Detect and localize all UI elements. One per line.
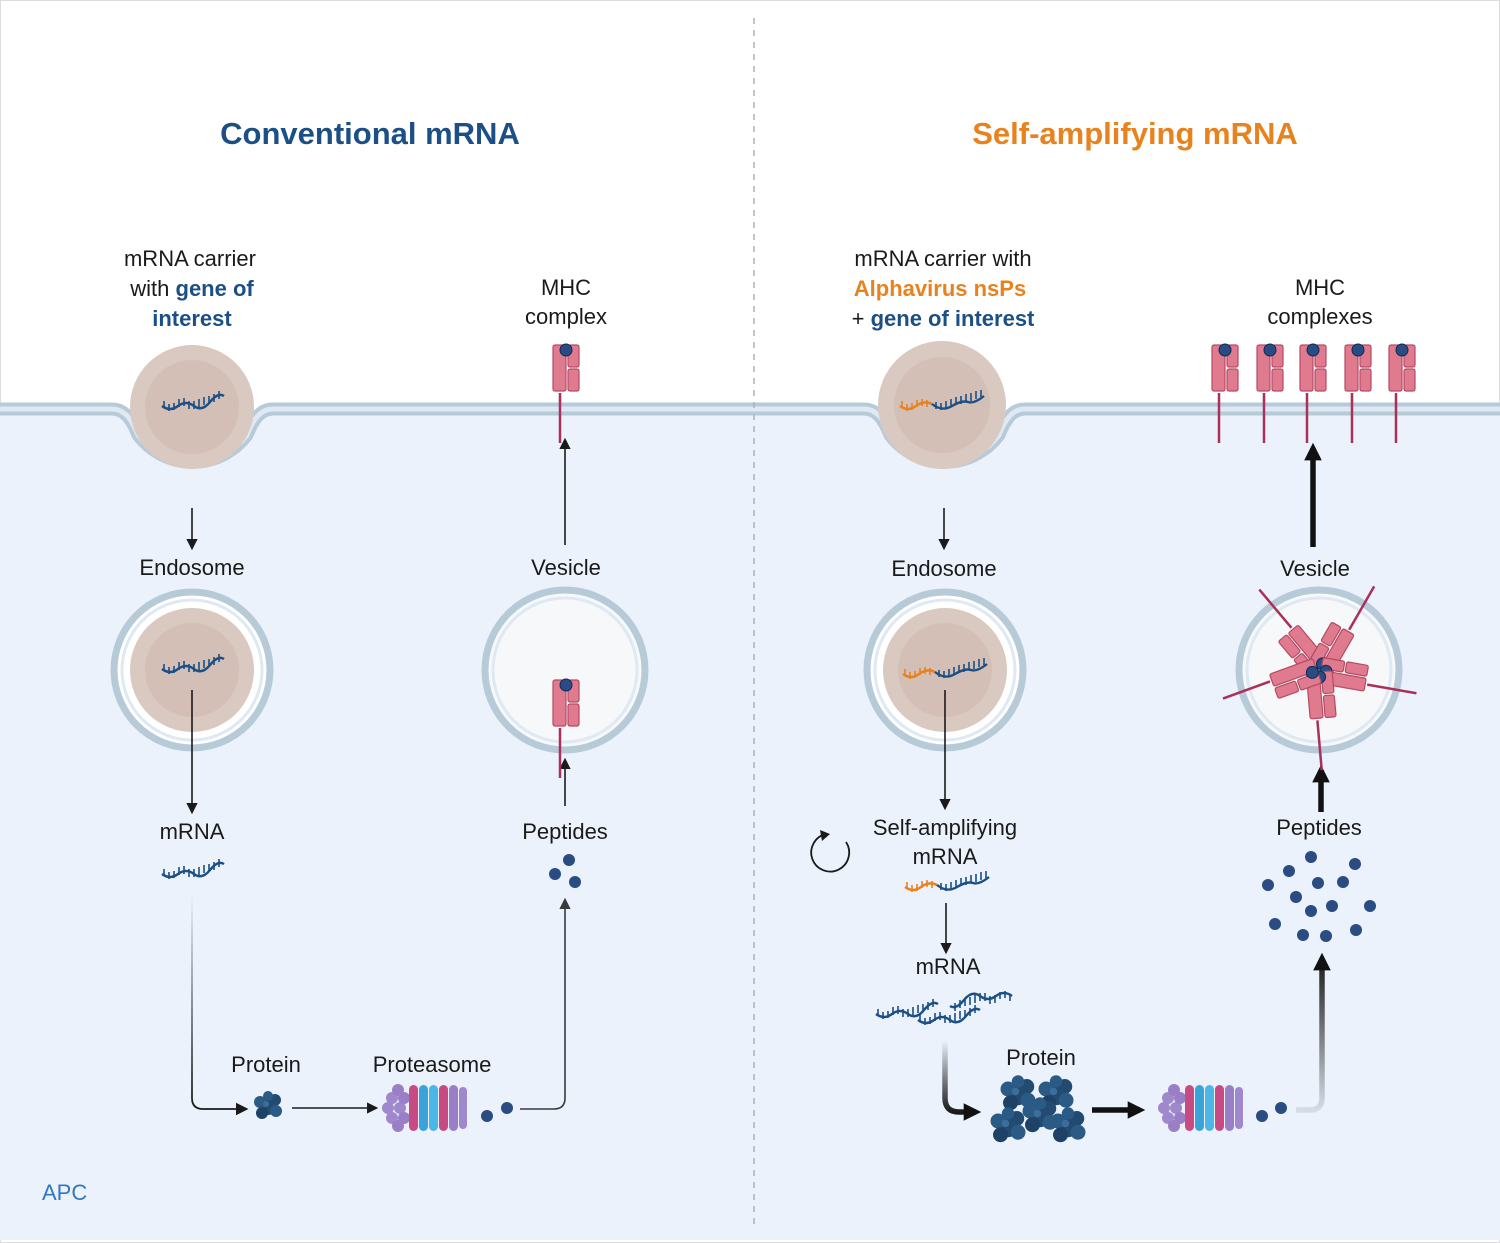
left-peptides [549,854,581,888]
left-mrna-label: mRNA [160,819,225,844]
right-title: Self-amplifying mRNA [972,116,1298,151]
right-carrier-label: mRNA carrier with Alphavirus nsPs + gene… [852,246,1035,331]
left-carrier-line1: mRNA carrier [124,246,256,271]
left-vesicle-label: Vesicle [531,555,601,580]
svg-text:with gene of: with gene of [129,276,254,301]
left-protein-label: Protein [231,1052,301,1077]
left-carrier-label: mRNA carrier with gene of interest [124,246,256,331]
left-proteasome [382,1084,467,1132]
right-samrna-line1: Self-amplifying [873,815,1017,840]
right-endosome-label: Endosome [891,556,996,581]
right-arrow-mrna-protein [942,1040,982,1121]
cell-cytoplasm [0,409,1500,1240]
replication-cycle-icon [810,830,851,873]
cell-label-apc: APC [42,1180,87,1205]
right-samrna-line2: mRNA [913,844,978,869]
right-arrow-proteasome-peptides [1296,952,1331,1113]
right-peptide-out [1275,1102,1287,1114]
left-peptide-out [481,1110,493,1122]
left-mrna-carrier [130,345,254,469]
right-mrna-carrier [878,341,1006,469]
right-proteasome [1158,1084,1243,1132]
right-mhc-line2: complexes [1267,304,1372,329]
left-mhc-line1: MHC [541,275,591,300]
left-carrier-with: with [129,276,175,301]
svg-text:+ gene of interest: + gene of interest [852,306,1035,331]
left-vesicle [481,586,649,780]
left-carrier-interest: interest [152,306,232,331]
right-carrier-plus: + [852,306,871,331]
right-vesicle [1219,575,1421,773]
right-vesicle-label: Vesicle [1280,556,1350,581]
right-carrier-nsps: Alphavirus nsPs [854,276,1026,301]
right-protein-label: Protein [1006,1045,1076,1070]
left-endosome [110,588,274,752]
left-peptides-label: Peptides [522,819,608,844]
right-mhc-label: MHC complexes [1267,275,1372,329]
right-mhc-line1: MHC [1295,275,1345,300]
right-carrier-line1: mRNA carrier with [854,246,1031,271]
left-endosome-label: Endosome [139,555,244,580]
left-peptide-out [501,1102,513,1114]
right-mrna-label: mRNA [916,954,981,979]
right-peptide-out [1256,1110,1268,1122]
left-mhc-line2: complex [525,304,607,329]
left-arrow-mrna-protein [191,895,249,1116]
right-carrier-gene: gene of interest [871,306,1035,331]
left-proteasome-label: Proteasome [373,1052,492,1077]
left-mhc-label: MHC complex [525,275,607,329]
left-arrow-proteasome-peptides [520,897,571,1110]
right-endosome [863,588,1027,752]
left-carrier-gene: gene of [176,276,255,301]
right-peptides-label: Peptides [1276,815,1362,840]
right-peptides [1262,851,1376,942]
right-samrna-label: Self-amplifying mRNA [873,815,1017,869]
left-title: Conventional mRNA [220,116,520,151]
